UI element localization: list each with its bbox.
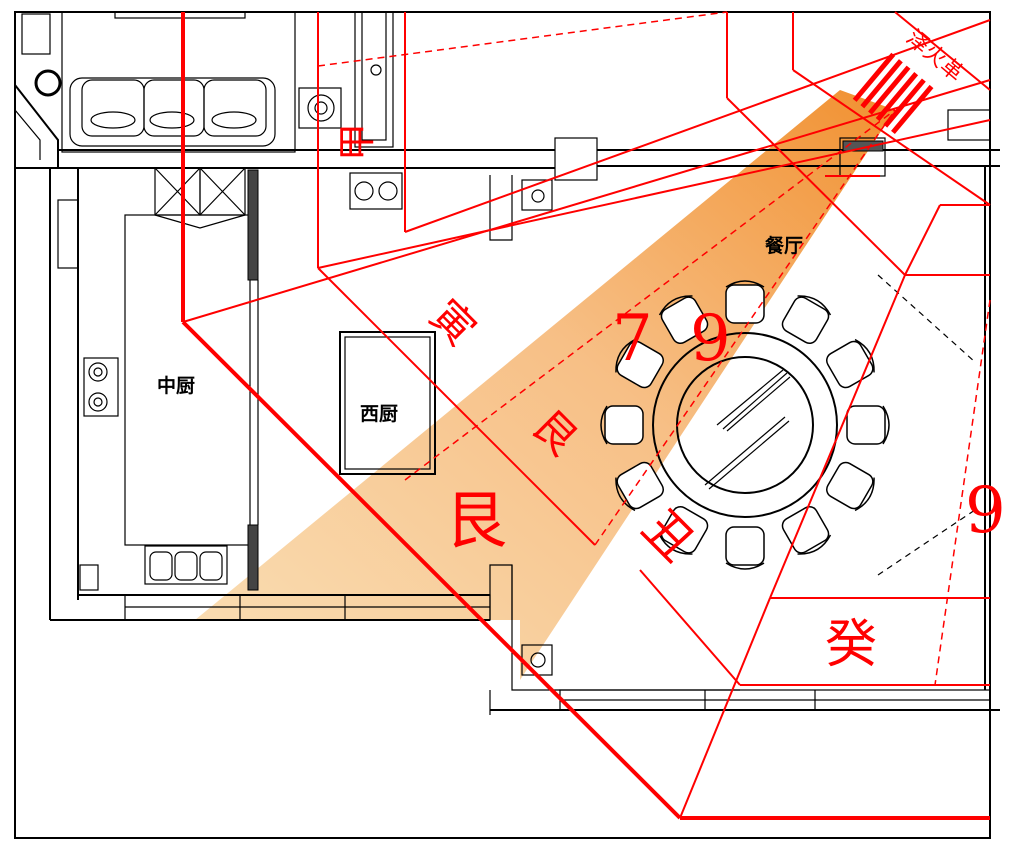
chair — [725, 526, 765, 570]
chair — [658, 506, 709, 555]
sector-line-main-2 — [181, 320, 682, 820]
chair — [846, 405, 890, 445]
sector-label-gui: 癸 — [825, 615, 877, 675]
room-label-dining: 餐厅 — [765, 234, 803, 257]
burner-1 — [88, 362, 108, 382]
window-east — [947, 109, 991, 141]
table-glare-3 — [726, 376, 791, 432]
sector-label-gen-large: 艮 — [445, 484, 507, 557]
dash-line-3 — [594, 109, 896, 546]
speaker — [370, 64, 382, 76]
room-label-western-kitchen: 西厨 — [360, 403, 398, 425]
table-glare-1 — [716, 369, 784, 426]
sector-line-3 — [317, 267, 596, 546]
burner-1-inner — [93, 367, 103, 377]
compass-overlay — [181, 11, 991, 820]
cushion-2 — [149, 111, 195, 129]
table-glare-2 — [722, 372, 788, 430]
dining-table-lazy-susan — [676, 356, 814, 494]
dash-line-2 — [404, 109, 896, 481]
cabinet-2-x2 — [199, 167, 246, 216]
table-glare-5 — [708, 420, 790, 490]
room-label-chinese-kitchen: 中厨 — [157, 374, 195, 397]
dash-line-1 — [317, 11, 728, 67]
sink-bowl-2 — [174, 551, 198, 581]
rug-dash-2 — [877, 509, 976, 576]
hatch-wall-1 — [247, 169, 259, 281]
sector-line-16 — [679, 597, 771, 819]
small-cabinet — [79, 564, 99, 591]
sector-line-1 — [182, 79, 991, 323]
sector-line-2 — [317, 119, 991, 269]
western-kitchen-island — [339, 331, 436, 475]
chair — [781, 295, 832, 344]
sector-line-14 — [769, 274, 906, 599]
sofa — [69, 77, 276, 147]
corner-wall-outer — [14, 84, 59, 169]
sofa-back — [61, 11, 296, 153]
burner-2 — [88, 392, 108, 412]
star-number-9: 9 — [690, 302, 731, 376]
dining-cabinet-hatch — [842, 140, 884, 152]
stove — [83, 357, 119, 417]
chair — [658, 295, 709, 344]
sofa-seat-3 — [203, 79, 267, 137]
sector-label-jia: 甲 — [335, 123, 379, 161]
floor-plan-walls — [14, 11, 1000, 715]
wall-column — [554, 137, 598, 181]
side-table — [298, 87, 342, 129]
chair — [615, 461, 664, 512]
chair — [615, 338, 664, 389]
column-top-fixture — [531, 189, 545, 203]
hatch-wall-2 — [247, 524, 259, 591]
sector-line-9 — [726, 97, 906, 276]
sink-bowl-3 — [199, 551, 223, 581]
sector-line-13 — [792, 69, 991, 206]
partition-wall — [489, 175, 513, 241]
dash-line-4 — [934, 299, 991, 686]
hexagram-symbol — [852, 52, 934, 135]
chair — [600, 405, 644, 445]
star-number-7: 7 — [612, 302, 653, 376]
cabinet-2 — [199, 167, 246, 216]
range-hood — [154, 214, 246, 229]
kitchen-sink — [144, 545, 228, 585]
column-bottom-fixture — [530, 652, 546, 668]
chairs — [600, 280, 890, 570]
dining-table-group — [600, 280, 890, 570]
side-table-lamp-inner — [314, 101, 328, 115]
floor-lamp — [34, 69, 62, 97]
burner-2-inner — [93, 397, 103, 407]
cabinet-1-x2 — [154, 167, 201, 216]
column-top — [521, 179, 553, 211]
sector-line-19 — [894, 11, 991, 91]
dining-table-outer — [652, 332, 838, 518]
cushion-3 — [211, 111, 257, 129]
sink-bowl-1 — [149, 551, 173, 581]
window-west — [57, 199, 79, 269]
rug-dash-1 — [877, 274, 976, 363]
sector-line-18 — [639, 569, 741, 686]
corner-wall-inner — [14, 109, 41, 160]
chair — [826, 461, 875, 512]
tv-cabinet-inner — [361, 11, 387, 141]
sector-line-11 — [904, 204, 941, 276]
bar-sink-bowl-1 — [354, 181, 374, 201]
side-table-lamp — [307, 94, 335, 122]
side-cabinet — [21, 13, 51, 55]
bar-sink — [349, 172, 403, 210]
sofa-frame — [114, 11, 246, 19]
bar-sink-bowl-2 — [378, 181, 398, 201]
orientation-beam — [195, 90, 895, 680]
chair — [725, 280, 765, 324]
sector-label-chou: 丑 — [632, 499, 706, 573]
star-number-9-right: 9 — [965, 474, 1006, 548]
sector-line-4 — [404, 19, 991, 233]
cushion-1 — [90, 111, 136, 129]
chair — [826, 338, 875, 389]
table-glare-4 — [704, 416, 786, 486]
